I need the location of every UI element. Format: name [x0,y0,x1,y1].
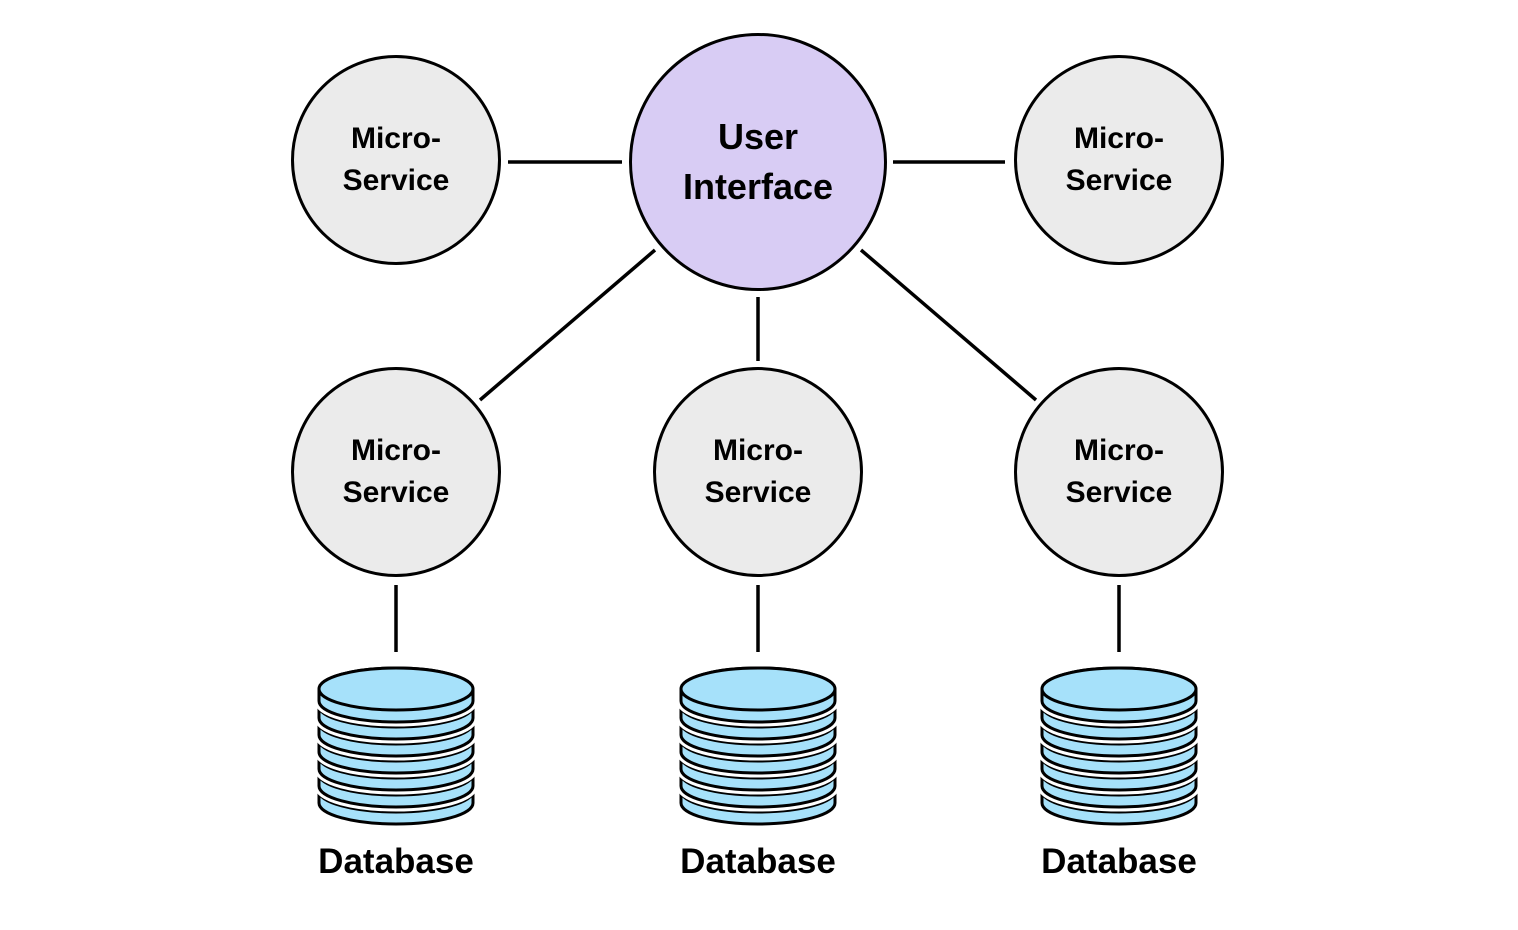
node-microservice-top-right: Micro- Service [1014,55,1224,265]
node-microservice-mid-right: Micro- Service [1014,367,1224,577]
database-icon [673,663,843,829]
database-icon [311,663,481,829]
node-label: User Interface [682,115,834,207]
database-label: Database [1041,842,1197,881]
node-microservice-top-left: Micro- Service [291,55,501,265]
node-label: Micro- Service [342,122,450,197]
edge-ui-to-ms-mid-left [478,248,657,402]
node-user-interface: User Interface [629,33,887,291]
node-label: Micro- Service [342,434,450,509]
node-label: Micro- Service [704,434,812,509]
node-microservice-mid-left: Micro- Service [291,367,501,577]
node-label: Micro- Service [1065,122,1173,197]
edge-ui-to-ms-mid-right [859,248,1038,402]
node-microservice-mid-center: Micro- Service [653,367,863,577]
database-label: Database [318,842,474,881]
node-label: Micro- Service [1065,434,1173,509]
database-icon [1034,663,1204,829]
database-label: Database [680,842,836,881]
